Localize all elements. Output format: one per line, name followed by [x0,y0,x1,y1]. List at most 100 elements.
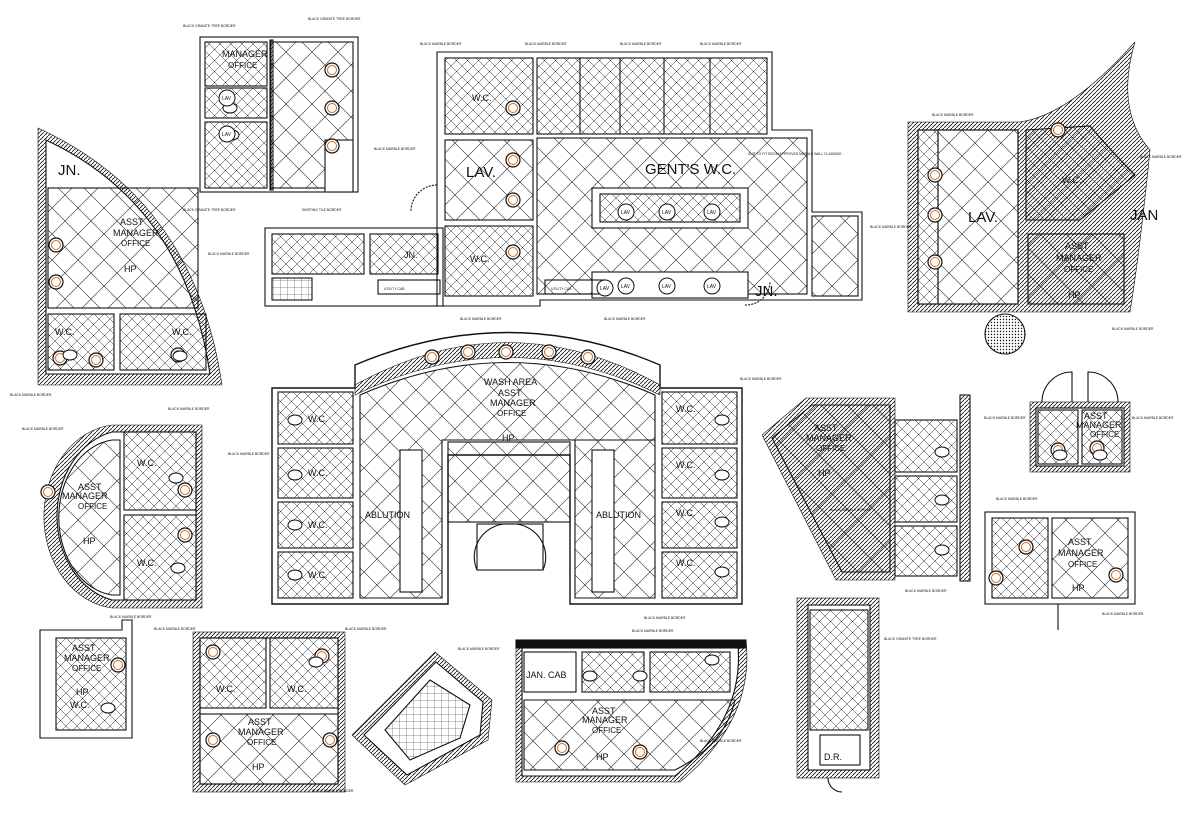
note-marble-g6: BLACK MARBLE BORDER [604,317,646,321]
label-manager-angled: MANAGER [806,433,852,443]
label-jn-small: JN. [404,250,418,260]
label-wc-right: W.C. [1062,175,1082,185]
note-marble-b22b: BLACK MARBLE BORDER [312,789,354,793]
toilet-icon [934,494,950,506]
label-manager-jancab: MANAGER [582,715,628,725]
label-hp-b22: HP [252,762,265,772]
note-marble-h1: BLACK MARBLE BORDER [168,407,210,411]
plan-gents-wc [264,51,863,307]
label-manager-top: MANAGER [222,49,268,59]
label-gents-wc: GENT'S W.C. [645,161,736,178]
label-office-center: OFFICE [497,409,526,418]
note-marble-l2: BLACK MARBLE BORDER [10,393,52,397]
label-wc-c5: W.C. [676,404,696,414]
lav-basin-icon [218,89,236,107]
toilet-icon [714,469,730,481]
washbasin-rim-icon [1021,542,1031,552]
washbasin-rim-icon [544,347,554,357]
toilet-icon [170,562,186,574]
plan-right-fan [907,41,1151,355]
label-wc-left-1: W.C. [55,327,75,337]
lav-basin-icon [658,277,676,295]
washbasin-rim-icon [930,257,940,267]
washbasin-rim-icon [508,195,518,205]
label-office-left: OFFICE [121,239,150,248]
note-marble-g4: BLACK MARBLE BORDER [700,42,742,46]
plan-rotated-small [351,651,493,786]
note-marble-g5: BLACK MARBLE BORDER [460,317,502,321]
toilet-icon [1052,449,1068,461]
note-marble-sr1: BLACK MARBLE BORDER [984,416,1026,420]
lav-basin-icon [218,125,236,143]
label-manager-small-right: MANAGER [1076,420,1122,430]
label-asst-jancab: ASST [592,706,616,716]
label-asst-halfround: ASST [78,482,102,492]
lav-fixture-label: LAV [222,96,232,102]
note-marble-b22a: BLACK MARBLE BORDER [154,627,196,631]
lav-fixture-label: LAV [707,210,717,216]
label-asst-right: ASST [1065,241,1089,251]
lav-fixture-label: LAV [600,286,610,292]
washbasin-rim-icon [51,240,61,250]
label-manager-bl: MANAGER [64,653,110,663]
label-office-top: OFFICE [228,61,257,70]
note-marble-g2: BLACK MARBLE BORDER [525,42,567,46]
washbasin-rim-icon [635,747,645,757]
label-office-rml: OFFICE [1068,560,1097,569]
note-marble-c1: BLACK MARBLE BORDER [740,377,782,381]
toilet-icon [168,472,184,484]
label-wc-c4: W.C. [308,570,328,580]
toilet-icon [714,566,730,578]
note-marble-a2: BLACK MARBLE BORDER [905,589,947,593]
label-wc-halfround-2: W.C. [137,558,157,568]
washbasin-rim-icon [930,170,940,180]
lav-fixture-label: LAV [621,210,631,216]
note-marble-r2: BLACK MARBLE BORDER [1140,155,1182,159]
note-marble-r1: BLACK MARBLE BORDER [932,113,974,117]
label-office-jancab: OFFICE [592,726,621,735]
label-wash-area: WASH AREA [484,377,537,387]
note-marble-h2: BLACK MARBLE BORDER [22,427,64,431]
lav-fixture-label: LAV [662,210,672,216]
note-marble-g1: BLACK MARBLE BORDER [420,42,462,46]
note-marble-a1: BLACK MARBLE BORDER [830,508,872,512]
label-office-halfround: OFFICE [78,502,107,511]
toilet-icon [1092,449,1108,461]
note-cladding: SUIT TO FIT ROOM APPROVED MARBLE WALL CL… [748,152,842,156]
plan-right-angled [761,394,971,582]
label-dr: D.R. [824,752,842,762]
plan-small-right-top [1029,371,1131,473]
washbasin-rim-icon [43,487,53,497]
label-wc-gents-1: W.C. [470,254,490,264]
note-marble-jc1: BLACK MARBLE BORDER [632,629,674,633]
washbasin-rim-icon [325,735,335,745]
lav-basin-icon [703,203,721,221]
lav-basin-icon [617,277,635,295]
washbasin-rim-icon [1111,570,1121,580]
label-ablution-left: ABLUTION [365,510,410,520]
label-jn-left: JN. [58,162,81,179]
note-marble-r3: BLACK MARBLE BORDER [870,225,912,229]
washbasin-rim-icon [1053,125,1063,135]
toilet-icon [934,446,950,458]
label-hp-left: HP [124,264,137,274]
label-lav: LAV. [466,164,496,181]
washbasin-rim-icon [91,355,101,365]
washbasin-rim-icon [501,347,511,357]
washbasin-rim-icon [508,103,518,113]
label-manager-left: MANAGER [113,228,159,238]
label-office-right: OFFICE [1064,265,1093,274]
toilet-icon [632,670,648,682]
toilet-icon [704,654,720,666]
toilet-icon [62,349,78,361]
plan-quarter-left [37,127,223,386]
label-hp-right: HP [1068,290,1081,300]
note-marble-jc2: BLACK MARBLE BORDER [700,739,742,743]
label-wc-b22-2: W.C. [287,684,307,694]
washbasin-rim-icon [583,352,593,362]
toilet-icon [308,656,324,668]
washbasin-rim-icon [327,103,337,113]
label-asst-center: ASST [498,388,522,398]
label-office-small-right: OFFICE [1090,430,1119,439]
